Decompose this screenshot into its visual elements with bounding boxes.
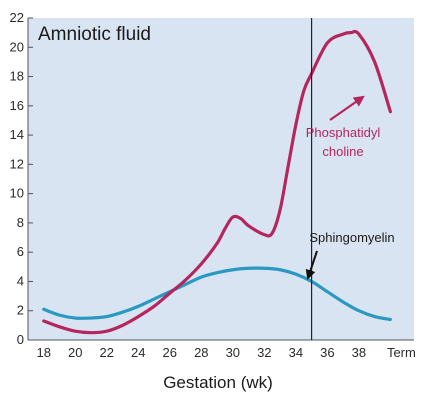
x-tick-label: 34 [289,345,303,360]
x-tick-label: 18 [37,345,51,360]
y-tick-label: 18 [10,69,24,84]
x-tick-label: Term [387,345,416,360]
x-tick-label: 22 [100,345,114,360]
chart-title: Amniotic fluid [38,24,151,45]
y-tick-label: 10 [10,186,24,201]
x-tick-label: 30 [226,345,240,360]
y-axis: 0 2 4 6 8 10 12 14 16 18 20 22 [10,10,33,347]
x-tick-label: 38 [352,345,366,360]
y-tick-label: 16 [10,98,24,113]
x-tick-label: 20 [68,345,82,360]
phosphatidyl-choline-label: Phosphatidyl [306,125,381,140]
phosphatidyl-choline-arrow [329,95,365,121]
x-tick-label: 28 [194,345,208,360]
x-axis: 18 20 22 24 26 28 30 32 34 36 38 Term [28,339,416,360]
y-tick-label: 2 [17,303,24,318]
plot-area [28,18,414,340]
y-tick-label: 0 [17,332,24,347]
y-tick-label: 4 [17,273,24,288]
phosphatidyl-choline-label: choline [322,144,363,159]
y-tick-label: 20 [10,39,24,54]
x-tick-label: 24 [131,345,145,360]
x-tick-label: 32 [257,345,271,360]
sphingomyelin-line [42,266,392,322]
x-tick-label: 26 [163,345,177,360]
y-tick-label: 12 [10,156,24,171]
y-tick-label: 6 [17,244,24,259]
sphingomyelin-arrow [305,250,318,280]
x-axis-label: Gestation (wk) [163,373,273,392]
y-tick-label: 14 [10,127,24,142]
y-tick-label: 8 [17,215,24,230]
phosphatidyl-choline-line [42,29,392,335]
series-layer [42,29,392,335]
x-tick-label: 36 [320,345,334,360]
y-tick-label: 22 [10,10,24,25]
sphingomyelin-label: Sphingomyelin [309,230,394,245]
